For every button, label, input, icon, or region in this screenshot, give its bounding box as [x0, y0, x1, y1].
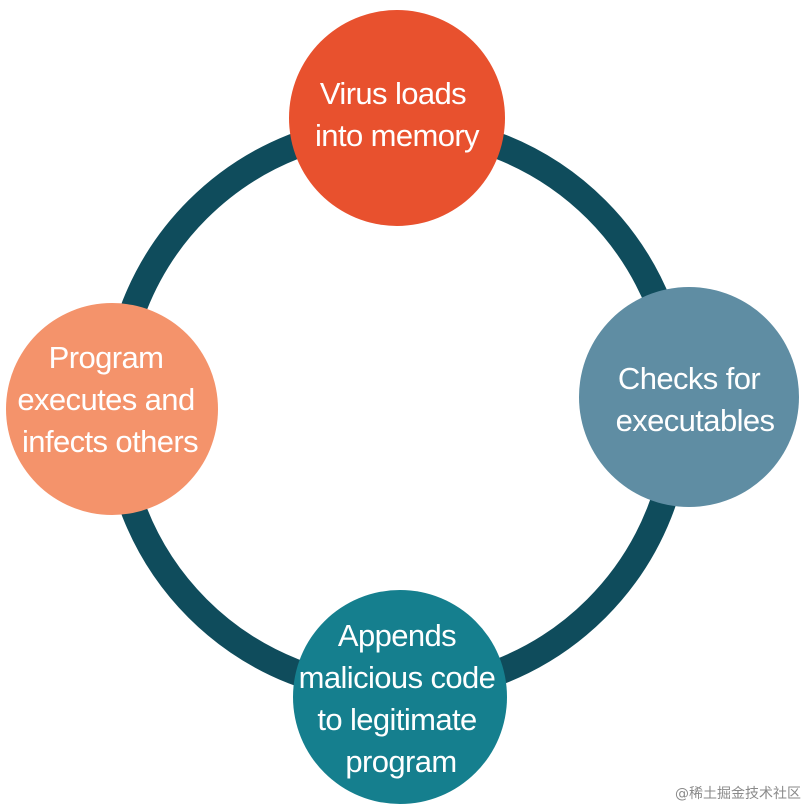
svg-text:Checks for executables: Checks for executables	[616, 361, 775, 438]
node-circle-right	[579, 287, 799, 507]
node-circle-bottom	[293, 590, 507, 804]
node-right-line-1: Checks for	[618, 361, 760, 396]
node-program-executes-and-infects: Program executes and infects others	[6, 303, 218, 515]
node-checks-for-executables: Checks for executables	[579, 287, 799, 507]
node-bottom-line-1: Appends	[338, 618, 456, 653]
node-circle-top	[289, 10, 505, 226]
watermark-text: @稀土掘金技术社区	[675, 786, 801, 802]
node-virus-loads-into-memory: Virus loads into memory	[289, 10, 505, 226]
node-bottom-line-2: malicious code	[299, 660, 496, 695]
node-bottom-line-3: to legitimate	[317, 702, 476, 737]
node-left-line-1: Program	[49, 340, 164, 375]
node-bottom-line-4: program	[345, 744, 456, 779]
node-top-line-2: into memory	[315, 118, 480, 153]
node-left-line-3: infects others	[22, 424, 198, 459]
node-top-line-1: Virus loads	[320, 76, 466, 111]
node-left-line-2: executes and	[17, 382, 194, 417]
svg-text:Program executes and: Program executes and infects others	[17, 340, 202, 459]
node-appends-malicious-code: Appends malicious code to legitimate pro…	[293, 590, 507, 804]
node-right-line-2: executables	[616, 403, 775, 438]
node-circle-left	[6, 303, 218, 515]
svg-text:Appends malicious code: Appends malicious code to legitimate pro…	[299, 618, 504, 779]
svg-text:Virus loads into memory: Virus loads into memory	[315, 76, 480, 153]
